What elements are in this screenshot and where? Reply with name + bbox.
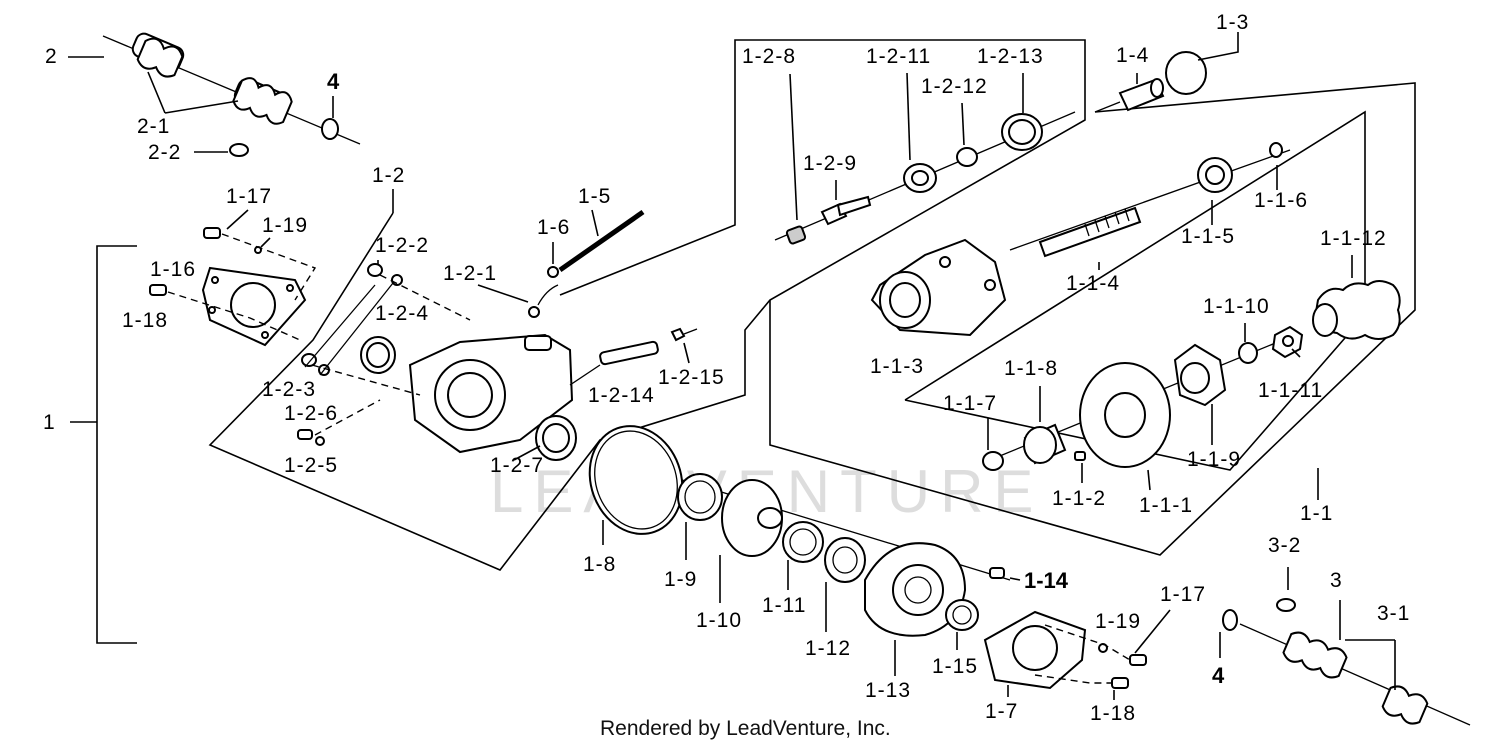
callout-label-1-5: 1-5 <box>578 185 611 208</box>
frame-1-1 <box>769 82 1416 556</box>
callout-label-1-2-11: 1-2-11 <box>866 45 931 68</box>
callout-label-1-9: 1-9 <box>664 568 697 591</box>
callout-label-1-1-12: 1-1-12 <box>1320 227 1387 250</box>
callout-label-1-2-15: 1-2-15 <box>658 366 725 389</box>
callout-label-1-1-11: 1-1-11 <box>1258 379 1323 402</box>
callout-label-1-2: 1-2 <box>372 164 405 187</box>
callout-label-1-14: 1-14 <box>1024 568 1069 593</box>
callout-label-1-19: 1-19 <box>262 214 308 237</box>
callout-label-1-2-6: 1-2-6 <box>284 402 338 425</box>
callout-label-1-2-9: 1-2-9 <box>803 152 857 175</box>
callout-label-1-2-2: 1-2-2 <box>375 234 429 257</box>
callout-label-1-2-4: 1-2-4 <box>375 302 429 325</box>
callout-label-1-12: 1-12 <box>805 637 851 660</box>
callout-label-1-2-12: 1-2-12 <box>921 75 988 98</box>
callout-label-1-17: 1-17 <box>1160 583 1206 606</box>
callout-label-3-1: 3-1 <box>1377 602 1410 625</box>
axle-2 <box>102 32 361 157</box>
callout-label-1-17: 1-17 <box>226 185 272 208</box>
callout-label-1-1-1: 1-1-1 <box>1139 494 1193 517</box>
callout-label-1-10: 1-10 <box>696 609 742 632</box>
callout-label-1-1-5: 1-1-5 <box>1181 225 1235 248</box>
pinion-assembly <box>774 32 1239 245</box>
footer-credit: Rendered by LeadVenture, Inc. <box>600 717 891 740</box>
callout-label-4: 4 <box>1212 663 1225 688</box>
gear-train <box>588 425 1171 700</box>
callout-label-1-2-13: 1-2-13 <box>977 45 1044 68</box>
callout-label-1-11: 1-11 <box>762 594 806 617</box>
callout-label-1-1-7: 1-1-7 <box>943 392 997 415</box>
callout-label-2: 2 <box>45 45 58 68</box>
callout-label-3-2: 3-2 <box>1268 534 1301 557</box>
callout-label-1-19: 1-19 <box>1095 610 1141 633</box>
callout-label-1-1-10: 1-1-10 <box>1203 295 1270 318</box>
callout-label-1-7: 1-7 <box>985 700 1018 723</box>
callout-label-1-2-14: 1-2-14 <box>588 384 655 407</box>
callout-label-1-1: 1-1 <box>1300 502 1333 525</box>
callout-label-1-1-8: 1-1-8 <box>1004 357 1058 380</box>
housing-1-2 <box>297 209 698 461</box>
callout-label-2-1: 2-1 <box>137 115 170 138</box>
gasket-1-16 <box>149 209 317 347</box>
callout-label-2-2: 2-2 <box>148 141 181 164</box>
callout-label-1-18: 1-18 <box>1090 702 1136 725</box>
callout-label-1-16: 1-16 <box>150 258 196 281</box>
group-1-bracket <box>96 245 137 644</box>
callout-label-1-2-3: 1-2-3 <box>262 378 316 401</box>
callout-label-3: 3 <box>1330 569 1343 592</box>
callout-label-1-1-4: 1-1-4 <box>1066 272 1120 295</box>
callout-labels: 2 2-1 2-2 4 1-2 1-17 1-19 1-16 1-18 1-2-2 1-2-4 1-2… <box>43 11 1410 725</box>
callout-label-1-3: 1-3 <box>1216 11 1249 34</box>
drive-assembly-1-1 <box>870 142 1401 491</box>
callout-label-1-2-7: 1-2-7 <box>490 454 544 477</box>
frame-1-2 <box>208 39 1086 571</box>
callout-label-1-2-8: 1-2-8 <box>742 45 796 68</box>
callout-label-1-1-6: 1-1-6 <box>1254 189 1308 212</box>
callout-label-1-1-9: 1-1-9 <box>1187 448 1241 471</box>
callout-label-1-4: 1-4 <box>1116 44 1149 67</box>
callout-label-1-2-1: 1-2-1 <box>443 262 497 285</box>
callout-label-1-6: 1-6 <box>537 216 570 239</box>
callout-label-1-8: 1-8 <box>583 553 616 576</box>
callout-label-1-1-3: 1-1-3 <box>870 355 924 378</box>
callout-label-1-2-5: 1-2-5 <box>284 454 338 477</box>
callout-label-1-1-2: 1-1-2 <box>1052 487 1106 510</box>
axle-3 <box>1219 567 1471 726</box>
callout-label-1-13: 1-13 <box>865 679 911 702</box>
callout-label-1: 1 <box>43 411 56 434</box>
callout-label-4: 4 <box>327 69 340 94</box>
callout-label-1-18: 1-18 <box>122 309 168 332</box>
callout-label-1-15: 1-15 <box>932 655 978 678</box>
